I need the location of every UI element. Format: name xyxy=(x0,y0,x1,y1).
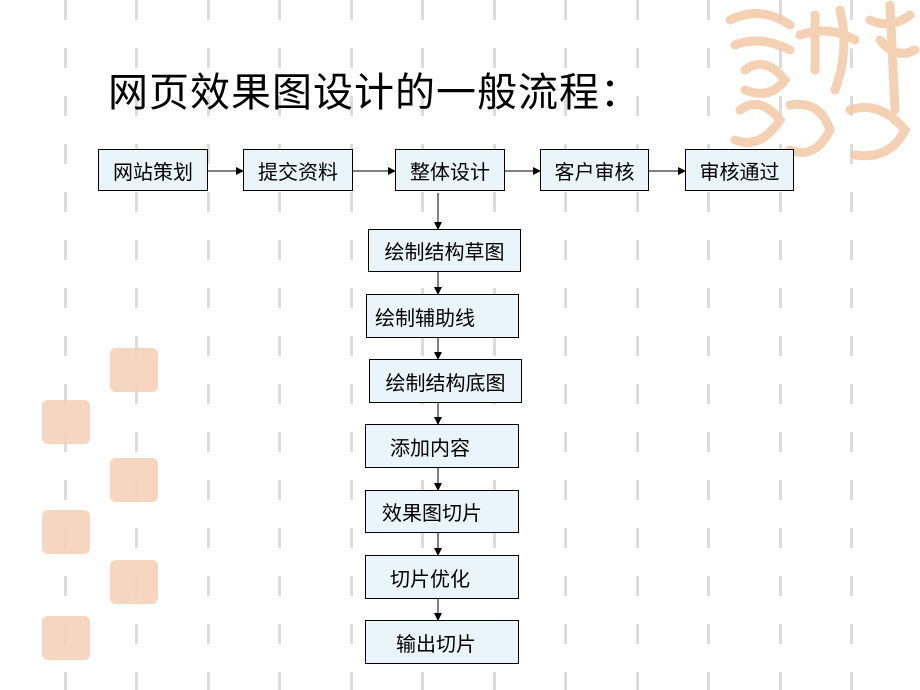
flow-step-base-layout: 绘制结构底图 xyxy=(369,359,522,403)
seal-decoration xyxy=(42,510,90,554)
flow-step-export-slices: 输出切片 xyxy=(365,620,519,664)
flow-step-add-content: 添加内容 xyxy=(365,424,519,468)
flow-step-website-planning: 网站策划 xyxy=(98,149,208,191)
seal-decoration xyxy=(110,348,158,392)
flow-step-slicing: 效果图切片 xyxy=(365,490,519,533)
calligraphy-watermark xyxy=(725,0,920,161)
flow-step-slice-optimize: 切片优化 xyxy=(365,555,519,599)
seal-decoration xyxy=(110,458,158,502)
flow-step-draft-sketch: 绘制结构草图 xyxy=(368,229,521,272)
flow-step-guide-lines: 绘制辅助线 xyxy=(366,294,519,338)
flow-step-overall-design: 整体设计 xyxy=(395,149,505,191)
seal-decoration xyxy=(42,400,90,444)
flow-step-client-review: 客户审核 xyxy=(540,149,649,191)
flow-step-review-approved: 审核通过 xyxy=(685,149,794,191)
flow-step-submit-materials: 提交资料 xyxy=(243,149,353,191)
page-title: 网页效果图设计的一般流程： xyxy=(108,70,641,116)
seal-decoration xyxy=(42,616,90,660)
seal-decoration xyxy=(110,560,158,604)
